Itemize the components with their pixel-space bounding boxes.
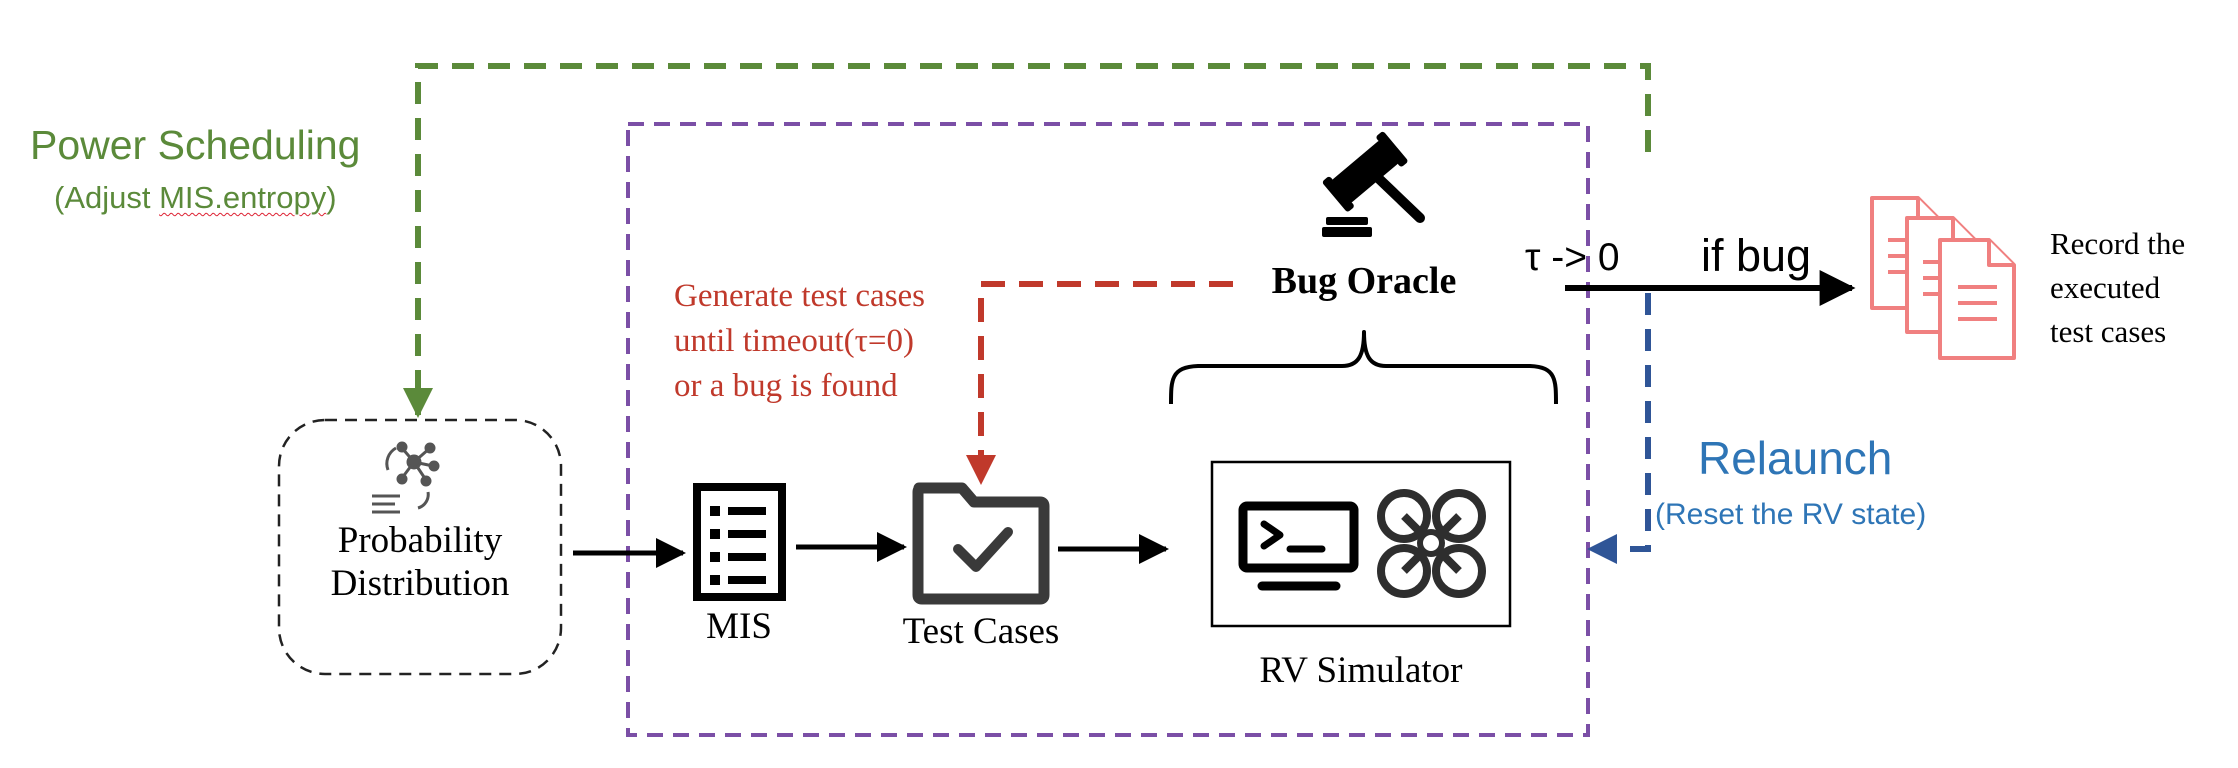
mis-label: MIS	[706, 606, 772, 647]
relaunch-connector	[1587, 293, 1651, 564]
probability-distribution-label: Probability Distribution	[279, 520, 561, 605]
relaunch-title: Relaunch	[1698, 432, 1893, 484]
generate-note-line3: or a bug is found	[674, 368, 898, 404]
power-scheduling-detail-prefix: (Adjust	[54, 180, 160, 215]
rv-simulator-label: RV Simulator	[1259, 650, 1463, 691]
power-scheduling-detail: (Adjust MIS.entropy)	[54, 180, 337, 216]
power-scheduling-detail-suffix: )	[326, 180, 337, 215]
power-scheduling-title: Power Scheduling	[30, 122, 361, 168]
gavel-icon	[1322, 131, 1425, 237]
generate-note-line1: Generate test cases	[674, 278, 926, 314]
tau-label: τ -> 0	[1525, 236, 1620, 279]
probability-distribution-box	[277, 418, 563, 676]
documents-icon	[1870, 196, 2016, 360]
record-note-line1: Record the	[2050, 226, 2186, 261]
if-bug-label: if bug	[1701, 230, 1812, 281]
fuzzing-loop-boundary	[626, 122, 1590, 737]
power-scheduling-loop	[403, 63, 1651, 418]
bug-oracle-label: Bug Oracle	[1271, 260, 1457, 302]
test-cases-label: Test Cases	[902, 611, 1060, 652]
record-note-line2: executed	[2050, 270, 2161, 305]
mis-entropy-keyword: MIS.entropy	[159, 180, 327, 215]
oracle-to-testcases-connector	[966, 281, 1233, 485]
drone-icon	[1377, 489, 1486, 598]
probability-distribution-line1: Probability	[337, 520, 503, 561]
generate-note-line2: until timeout(τ=0)	[674, 323, 914, 359]
rv-simulator-box	[1210, 460, 1512, 628]
folder-check-icon	[912, 482, 1050, 605]
network-distribution-icon	[372, 441, 440, 514]
checklist-icon	[693, 483, 786, 601]
terminal-icon	[1238, 501, 1359, 591]
probability-distribution-line2: Distribution	[330, 562, 510, 604]
record-note-line3: test cases	[2050, 314, 2167, 349]
relaunch-detail: (Reset the RV state)	[1655, 498, 1927, 531]
record-note: Record the executed test cases	[2050, 222, 2185, 354]
generate-note: Generate test cases until timeout(τ=0) o…	[674, 274, 925, 409]
oracle-curly-brace	[1169, 330, 1558, 405]
